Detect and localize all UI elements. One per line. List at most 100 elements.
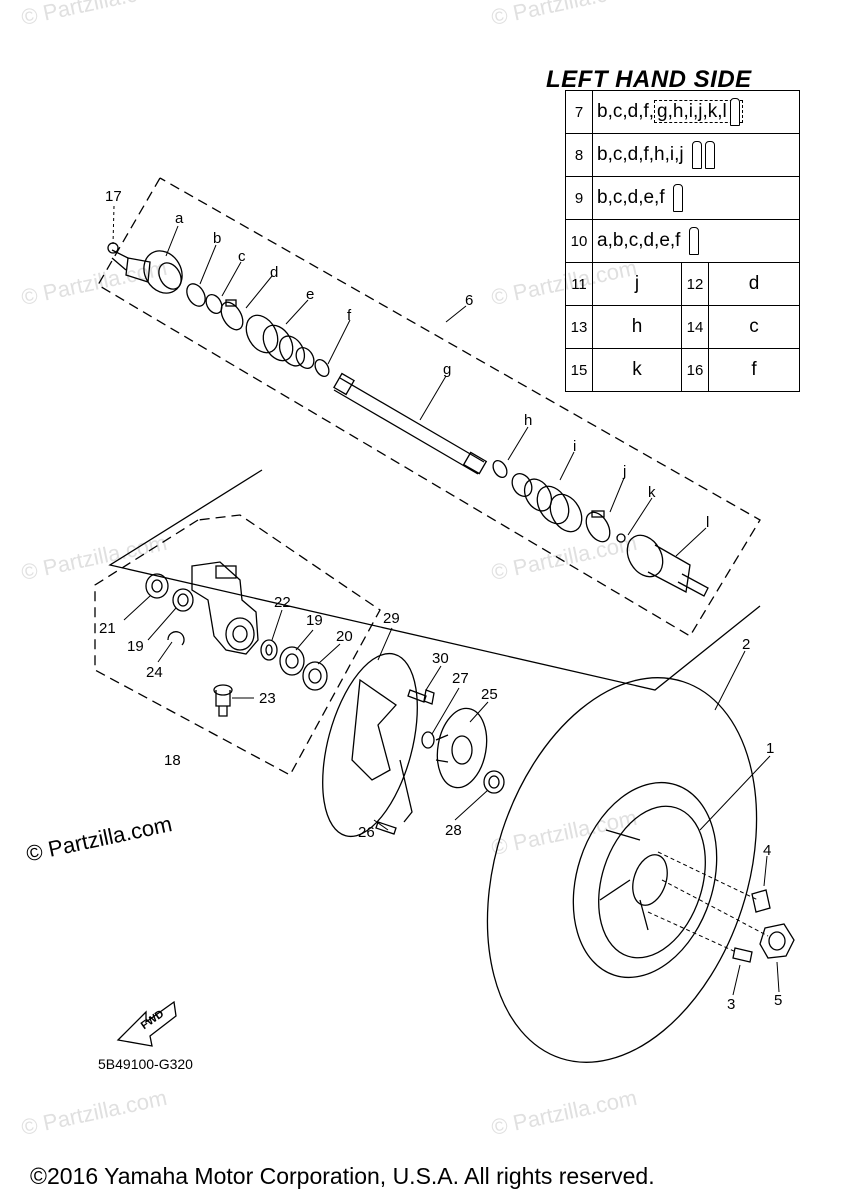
grease-tube-icon — [672, 184, 683, 212]
wheel-hub — [435, 707, 488, 789]
clip-c — [205, 294, 223, 314]
clip-k — [616, 533, 626, 543]
table-row: 15 k 16 f — [565, 348, 800, 392]
brake-disc — [322, 652, 418, 838]
cv-joint-inner — [626, 534, 709, 597]
label-b: b — [213, 230, 222, 247]
bolt-26 — [375, 821, 397, 835]
bolt-30 — [407, 689, 435, 705]
wheel-nut-5 — [759, 923, 795, 959]
table-row: 13 h 14 c — [565, 305, 800, 349]
label-i: i — [573, 438, 577, 455]
kit-codes: a,b,c,d,e,f — [597, 230, 681, 252]
label-h: h — [524, 412, 533, 429]
grease-tube-icon — [704, 141, 715, 169]
nut-28 — [483, 770, 505, 794]
label-19: 19 — [127, 638, 144, 655]
diagram-code: 5B49100-G320 — [98, 1056, 193, 1072]
label-c: c — [238, 248, 246, 265]
band-d — [220, 299, 244, 331]
label-d: d — [270, 264, 279, 281]
label-5: 5 — [774, 992, 783, 1009]
label-a: a — [175, 210, 184, 227]
cap-4 — [751, 889, 771, 913]
steering-knuckle — [191, 561, 259, 655]
footer-copyright: ©2016 Yamaha Motor Corporation, U.S.A. A… — [30, 1163, 655, 1189]
label-6: 6 — [465, 292, 474, 309]
label-k: k — [648, 484, 656, 501]
band-f — [314, 358, 330, 378]
boot-i — [511, 473, 583, 533]
row-number: 10 — [565, 219, 593, 263]
row-number: 16 — [681, 348, 709, 392]
label-17: 17 — [105, 188, 122, 205]
fwd-arrow-icon — [116, 1000, 177, 1047]
label-20: 20 — [336, 628, 353, 645]
bearing-19b — [279, 646, 305, 676]
table-row: 10 a,b,c,d,e,f — [565, 219, 800, 263]
row-number: 11 — [565, 262, 593, 306]
cv-joint-outer — [111, 249, 183, 294]
knuckle-assembly-outline — [94, 514, 381, 776]
row-number: 7 — [565, 90, 593, 134]
label-24: 24 — [146, 664, 163, 681]
grease-tube-icon — [729, 98, 740, 126]
kit-codes-boxed-text: g,h,i,j,k,l — [657, 101, 727, 123]
ring-b — [186, 283, 206, 307]
table-row: 7 b,c,d,f,g,h,i,j,k,l — [565, 90, 800, 134]
circlip-17 — [107, 242, 119, 254]
shaft-g — [333, 372, 488, 475]
label-28: 28 — [445, 822, 462, 839]
band-j — [585, 510, 611, 543]
label-2: 2 — [742, 636, 751, 653]
label-29: 29 — [383, 610, 400, 627]
band-h — [492, 459, 508, 479]
kit-code: h — [592, 305, 682, 349]
bolt-26-leader — [399, 759, 413, 823]
kit-codes: b,c,d,f,h,i,j — [597, 144, 684, 166]
label-23: 23 — [259, 690, 276, 707]
label-18: 18 — [164, 752, 181, 769]
tire-and-wheel — [486, 677, 758, 1063]
row-number: 14 — [681, 305, 709, 349]
label-e: e — [306, 286, 315, 303]
label-26: 26 — [358, 824, 375, 841]
seal-19a — [172, 588, 194, 612]
ball-joint-23 — [213, 684, 233, 717]
table-row: 8 b,c,d,f,h,i,j — [565, 133, 800, 177]
grease-tube-icon — [691, 141, 702, 169]
label-30: 30 — [432, 650, 449, 667]
label-j: j — [623, 463, 627, 480]
shaft-assembly-outline — [97, 177, 761, 637]
label-g: g — [443, 361, 452, 378]
table-title: LEFT HAND SIDE — [546, 66, 752, 93]
row-number: 13 — [565, 305, 593, 349]
kit-codes-boxed: g,h,i,j,k,l — [654, 98, 743, 126]
label-3: 3 — [727, 996, 736, 1013]
label-l: l — [706, 514, 710, 531]
circlip-24 — [167, 631, 185, 646]
kit-code: j — [592, 262, 682, 306]
row-number: 9 — [565, 176, 593, 220]
kit-table: 7 b,c,d,f,g,h,i,j,k,l 8 b,c,d,f,h,i,j 9 … — [565, 90, 800, 392]
kit-code: c — [708, 305, 800, 349]
spacer-22 — [260, 639, 278, 661]
bearing-20 — [302, 661, 328, 691]
row-number: 15 — [565, 348, 593, 392]
leader-lines — [112, 205, 780, 996]
boot-e — [245, 314, 315, 369]
o-ring-27 — [421, 731, 435, 749]
table-row: 9 b,c,d,e,f — [565, 176, 800, 220]
row-number: 12 — [681, 262, 709, 306]
kit-code: f — [708, 348, 800, 392]
kit-code: d — [708, 262, 800, 306]
table-row: 11 j 12 d — [565, 262, 800, 306]
label-4: 4 — [763, 842, 772, 859]
label-f: f — [347, 307, 352, 324]
label-25: 25 — [481, 686, 498, 703]
grease-tube-icon — [688, 227, 699, 255]
valve-stem-3 — [732, 947, 753, 963]
kit-codes: b,c,d,e,f — [597, 187, 665, 209]
label-22: 22 — [274, 594, 291, 611]
